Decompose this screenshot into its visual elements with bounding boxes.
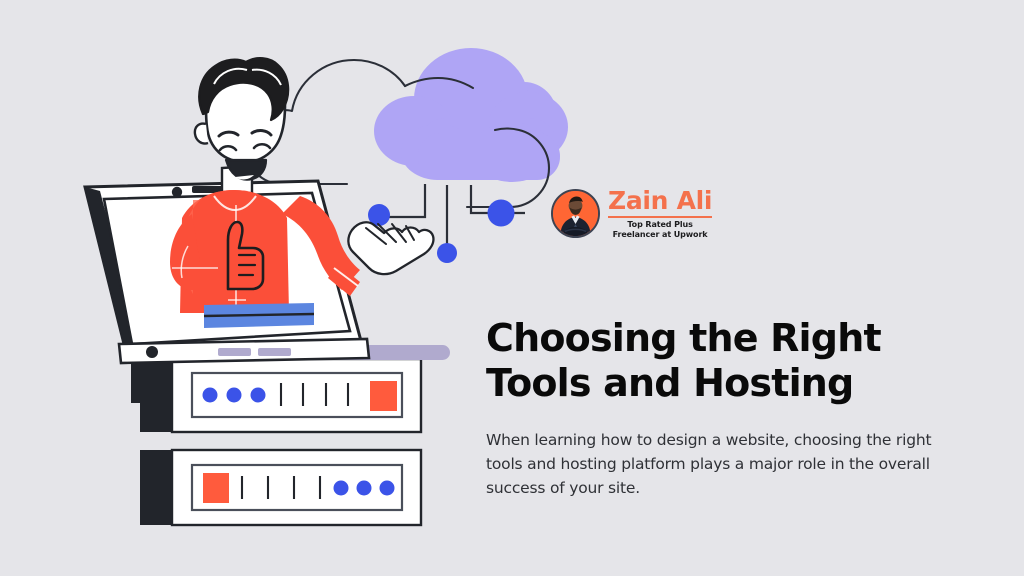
character-illustration <box>170 57 435 328</box>
rack-block-top <box>370 381 397 411</box>
rack-block-bottom <box>203 473 229 503</box>
thumbs-up-hand <box>226 220 265 291</box>
copy-block: Choosing the Right Tools and Hosting Whe… <box>486 316 976 500</box>
illustration-svg <box>83 48 568 527</box>
brand-divider <box>608 216 713 218</box>
node-right <box>487 199 515 227</box>
brand-tagline: Top Rated Plus Freelancer at Upwork <box>613 220 708 240</box>
hero-illustration <box>83 48 568 527</box>
server-rack-top <box>140 357 423 434</box>
page-title: Choosing the Right Tools and Hosting <box>486 316 882 405</box>
brand-badge: Zain Ali Top Rated Plus Freelancer at Up… <box>551 188 712 240</box>
brand-tagline-line1: Top Rated Plus <box>627 219 693 229</box>
avatar-portrait-icon <box>553 191 598 237</box>
rack-indicator-dots-bottom <box>333 480 395 496</box>
node-hand <box>368 204 390 226</box>
node-center-drop <box>437 243 457 263</box>
body-paragraph: When learning how to design a website, c… <box>486 430 932 497</box>
brand-text-block: Zain Ali Top Rated Plus Freelancer at Up… <box>608 188 712 240</box>
brand-tagline-line2: Freelancer at Upwork <box>612 229 708 239</box>
cloud-filled-shape <box>374 48 568 182</box>
open-hand <box>347 221 435 276</box>
brand-name: Zain Ali <box>608 186 713 215</box>
rack-indicator-dots-top <box>202 387 266 403</box>
avatar <box>551 189 600 239</box>
server-rack-bottom <box>140 448 423 527</box>
